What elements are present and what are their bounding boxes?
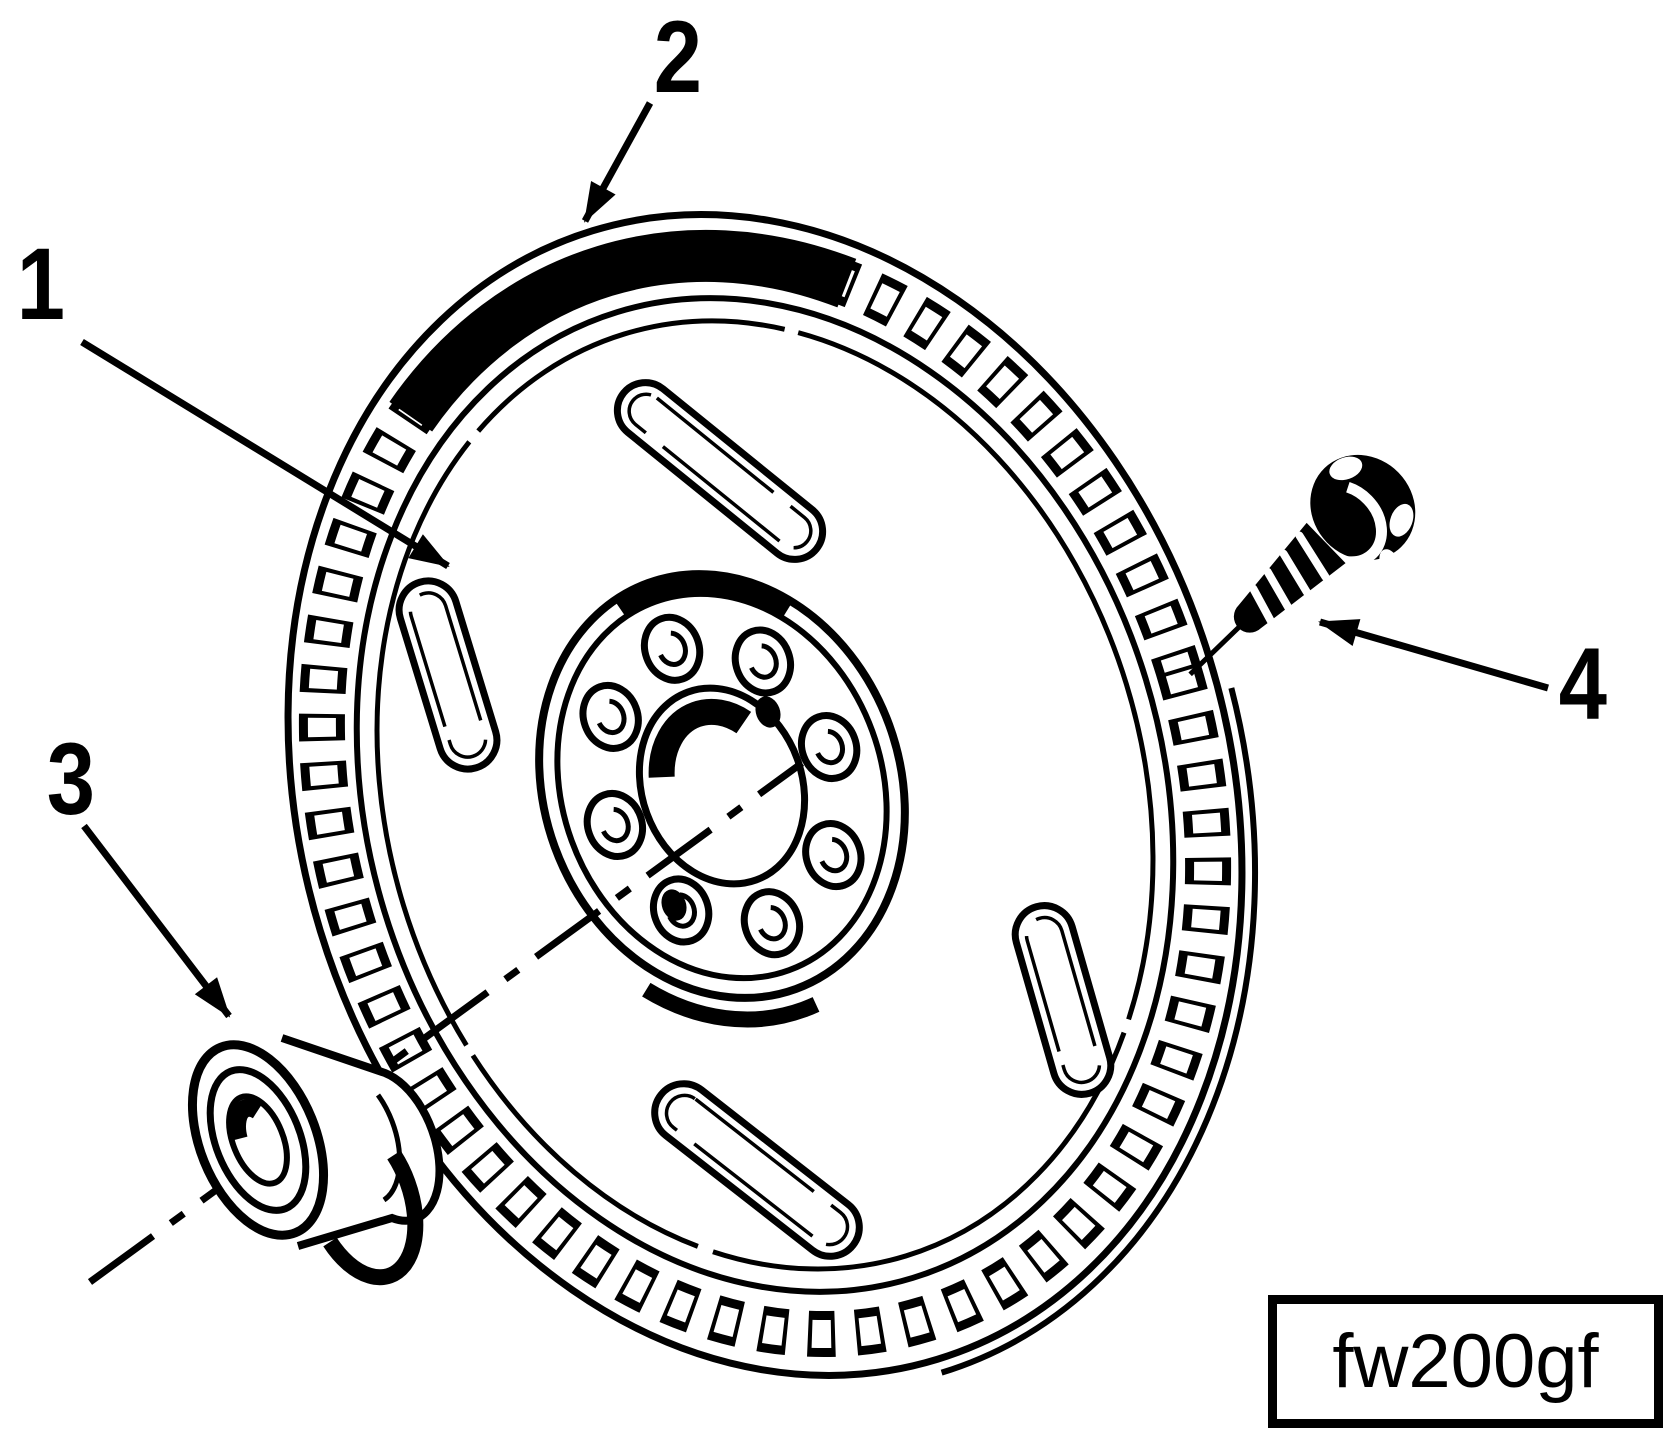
hub-bolt-holes <box>579 613 865 959</box>
bolt-threads <box>1249 531 1330 626</box>
leader-line-2 <box>581 101 654 223</box>
hub-bolt-hole <box>583 790 647 860</box>
flywheel-slot-left <box>395 577 501 773</box>
bolt-head <box>1310 454 1416 561</box>
bolt-head-highlight-3 <box>1379 549 1400 576</box>
hub-dot-upper <box>755 696 781 728</box>
hub-bolt-hole <box>802 820 865 891</box>
hub-bolt-hole <box>731 626 795 697</box>
hub-lower-shading <box>512 544 932 1028</box>
leader-line-1 <box>80 339 450 569</box>
mounting-bolt <box>1188 454 1416 677</box>
bearing-rear-shading <box>323 1150 424 1286</box>
figure-code-box: fw200gf <box>1268 1295 1663 1428</box>
callout-3-label: 3 <box>46 722 95 836</box>
callout-1-label: 1 <box>16 227 65 341</box>
ring-gear-back-edge <box>271 197 1259 1393</box>
hub-bolt-hole <box>740 888 804 959</box>
bolt-head-highlight-1 <box>1329 456 1363 481</box>
flywheel-slot-right <box>1011 902 1115 1098</box>
flywheel-slot-bottom <box>651 1080 863 1260</box>
pilot-bearing <box>187 1034 444 1286</box>
hub-top-shading <box>539 574 905 998</box>
hub-bolt-hole <box>579 681 642 752</box>
hub-bolt-hole <box>640 613 704 684</box>
bolt-head-highlight-2 <box>1389 503 1414 537</box>
center-bore <box>635 684 809 888</box>
leader-line-4 <box>1318 618 1549 692</box>
flywheel-face-inner-line <box>374 318 1156 1272</box>
callout-4-label: 4 <box>1558 627 1607 741</box>
flywheel-slot-top <box>613 379 827 563</box>
leader-line-3 <box>81 823 232 1019</box>
hub-bolt-hole <box>797 712 861 782</box>
top-teeth-shading <box>295 229 1235 1361</box>
center-bore-shading <box>648 698 796 874</box>
bearing-race-ring <box>206 1066 310 1214</box>
bolt-tip-line <box>1188 620 1246 677</box>
callout-2-label: 2 <box>653 0 702 114</box>
figure-code-label: fw200gf <box>1332 1318 1599 1404</box>
hub-dot-lower <box>661 889 687 921</box>
center-axis-line <box>87 760 805 1285</box>
bearing-bore-shading <box>228 1098 288 1182</box>
